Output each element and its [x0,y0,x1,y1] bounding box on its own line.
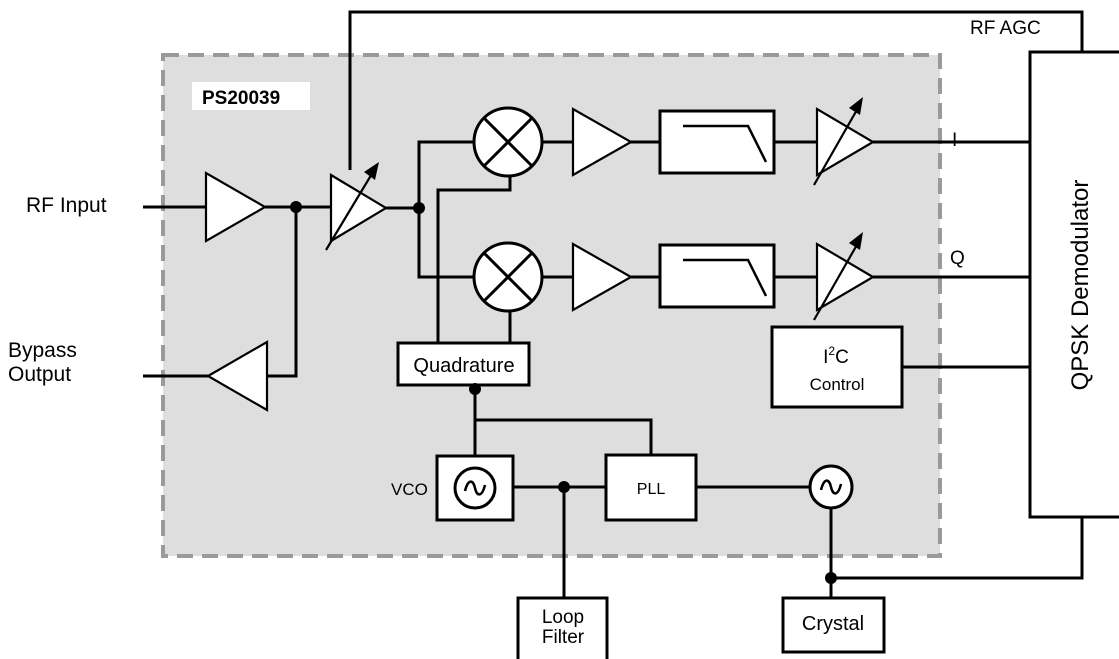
i2c-control-label-line1: I2C [823,344,849,368]
bypass-wire [267,207,298,378]
i-low-pass-filter-icon [658,109,776,175]
gain-arrow-icon [325,171,374,251]
loop-filter-label-line1: Loop [542,607,584,628]
pll-label: PLL [637,481,666,498]
quadrature-label: Quadrature [413,355,514,377]
bypass-amplifier-icon [205,340,269,412]
chip-name: PS20039 [202,88,280,109]
rf-agc-wire [348,10,1084,170]
i-gain-arrow-icon [813,107,859,186]
crystal-demod-wire [831,515,1084,580]
quadrature-block [396,341,531,387]
i2c-control-block [770,325,904,409]
q-amplifier-icon [571,242,634,312]
bypass-output-label-line1: Bypass [8,339,77,362]
loop-filter-label-line2: Filter [542,627,585,648]
q-low-pass-filter-icon [658,243,776,309]
qpsk-demodulator-label: QPSK Demodulator [1067,180,1094,391]
i-amplifier-icon [571,107,634,177]
rf-variable-gain-amplifier-icon [329,173,389,243]
junction-dot [469,383,481,395]
chip-name-label: PS20039 [192,82,310,110]
vco-oscillator-icon [453,466,497,510]
vco-label: VCO [391,480,428,499]
qpsk-demodulator-block [1028,50,1119,519]
chip-boundary [161,53,942,558]
crystal-block [781,596,886,654]
q-gain-arrow-icon [813,242,859,321]
i-channel-label: I [952,130,957,151]
q-gain-arrow-head-icon [849,232,863,250]
quadrature-pll-wire [475,418,653,455]
crystal-label: Crystal [802,613,864,635]
lo-i-wire [436,170,512,343]
i-variable-gain-amplifier-icon [815,107,876,177]
i-mixer-feed-wire [417,140,473,208]
i-gain-arrow-head-icon [849,97,863,115]
bypass-output-label-line2: Output [8,363,71,386]
i2c-control-label-line2: Control [810,375,865,394]
q-channel-label: Q [950,248,965,269]
crystal-oscillator-icon [808,464,854,510]
q-variable-gain-amplifier-icon [815,242,876,312]
lna-amplifier-icon [204,171,268,243]
rf-input-label: RF Input [26,194,107,217]
gain-arrow-head-icon [364,162,379,180]
q-mixer-feed-wire [417,208,473,279]
loop-filter-block [516,596,609,659]
i-mixer-icon [472,106,544,178]
rf-agc-label: RF AGC [970,18,1041,39]
q-mixer-icon [472,241,544,313]
